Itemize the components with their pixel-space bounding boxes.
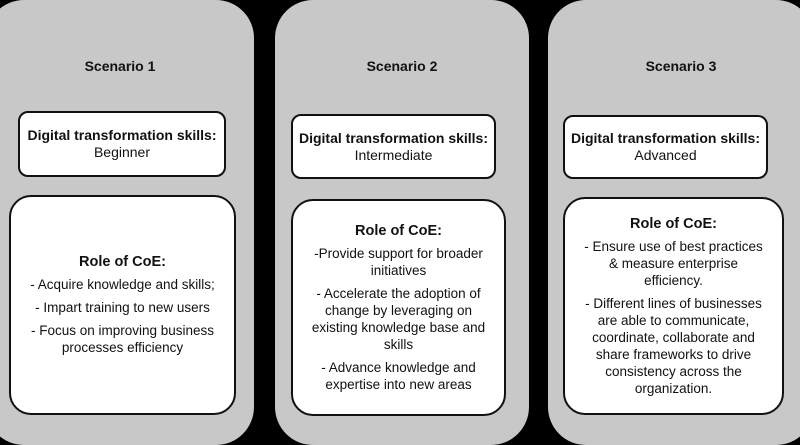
- scenario-2-panel: Scenario 2 Digital transformation skills…: [275, 0, 529, 445]
- skills-box: Digital transformation skills: Beginner: [18, 111, 226, 177]
- skills-label: Digital transformation skills:: [570, 130, 761, 146]
- role-item: -Provide support for broader initiatives: [314, 245, 483, 278]
- role-item: - Ensure use of best practices & measure…: [584, 238, 763, 288]
- role-title: Role of CoE:: [79, 254, 166, 270]
- skills-level: Intermediate: [354, 146, 433, 163]
- scenario-title: Scenario 2: [366, 58, 438, 74]
- role-item: - Advance knowledge and expertise into n…: [321, 359, 476, 392]
- role-box: Role of CoE: - Acquire knowledge and ski…: [9, 195, 236, 415]
- skills-label: Digital transformation skills:: [27, 127, 217, 143]
- role-title: Role of CoE:: [630, 215, 717, 232]
- skills-level: Beginner: [93, 144, 151, 160]
- role-box: Role of CoE: -Provide support for broade…: [291, 199, 506, 416]
- scenario-3-panel: Scenario 3 Digital transformation skills…: [548, 0, 800, 445]
- role-item: - Acquire knowledge and skills;: [30, 277, 215, 292]
- role-item: - Accelerate the adoption of change by l…: [311, 285, 486, 352]
- role-title: Role of CoE:: [355, 222, 442, 239]
- scenario-title: Scenario 1: [84, 58, 156, 74]
- scenario-1-panel: Scenario 1 Digital transformation skills…: [0, 0, 254, 445]
- skills-label: Digital transformation skills:: [298, 129, 489, 146]
- skills-box: Digital transformation skills: Intermedi…: [291, 114, 496, 179]
- role-item: - Different lines of businesses are able…: [585, 295, 762, 396]
- scenario-title: Scenario 3: [645, 58, 717, 74]
- role-item: - Focus on improving business processes …: [30, 323, 215, 355]
- skills-box: Digital transformation skills: Advanced: [563, 115, 768, 179]
- role-item: - Impart training to new users: [35, 300, 210, 315]
- role-box: Role of CoE: - Ensure use of best practi…: [563, 197, 784, 415]
- skills-level: Advanced: [634, 147, 697, 163]
